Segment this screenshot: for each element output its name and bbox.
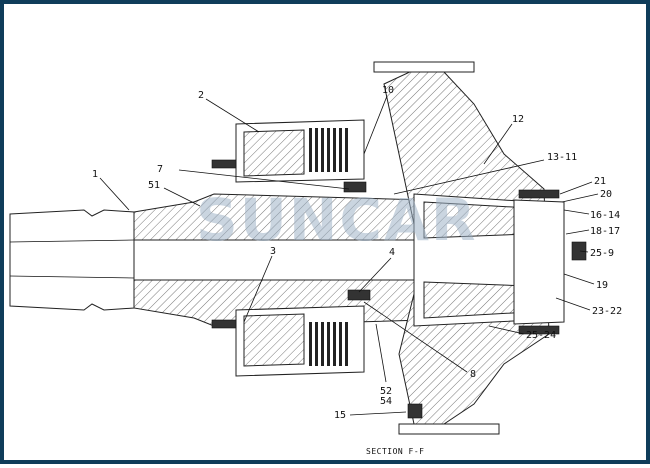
assembly-section-drawing: SUNCAR 1 2 3 4 7 8 10 12 13-11 15 16-14 [9,61,622,456]
watermark: SUNCAR [196,186,478,254]
housing [373,61,550,435]
callout-51: 51 [148,180,160,191]
end-cap [513,189,587,335]
callout-12: 12 [512,114,524,125]
callout-15: 15 [334,410,346,421]
callout-1: 1 [92,169,98,180]
callout-8: 8 [470,369,476,380]
lower-bearing [347,289,371,301]
callout-23-22: 23-22 [592,306,622,317]
callout-21: 21 [594,176,606,187]
callout-18-17: 18-17 [590,226,620,237]
callout-labels: 1 2 3 4 7 8 10 12 13-11 15 16-14 18-17 1… [92,85,622,421]
drain-plug [407,403,423,419]
callout-25-24: 25-24 [526,330,556,341]
callout-13-11: 13-11 [547,152,577,163]
callout-52: 52 [380,386,392,397]
upper-bearing [343,181,367,193]
callout-2: 2 [198,90,204,101]
callout-4: 4 [389,247,395,258]
callout-25-9: 25-9 [590,248,614,259]
callout-16-14: 16-14 [590,210,620,221]
upper-clutch-pack [211,119,365,183]
section-title: SECTION F-F [366,447,424,456]
callout-20: 20 [600,189,612,200]
lower-clutch-pack [211,305,365,377]
callout-10: 10 [382,85,394,96]
callout-3: 3 [270,246,276,257]
callout-19: 19 [596,280,608,291]
leader-lines [99,95,599,416]
callout-54: 54 [380,396,392,407]
callout-7: 7 [157,164,163,175]
